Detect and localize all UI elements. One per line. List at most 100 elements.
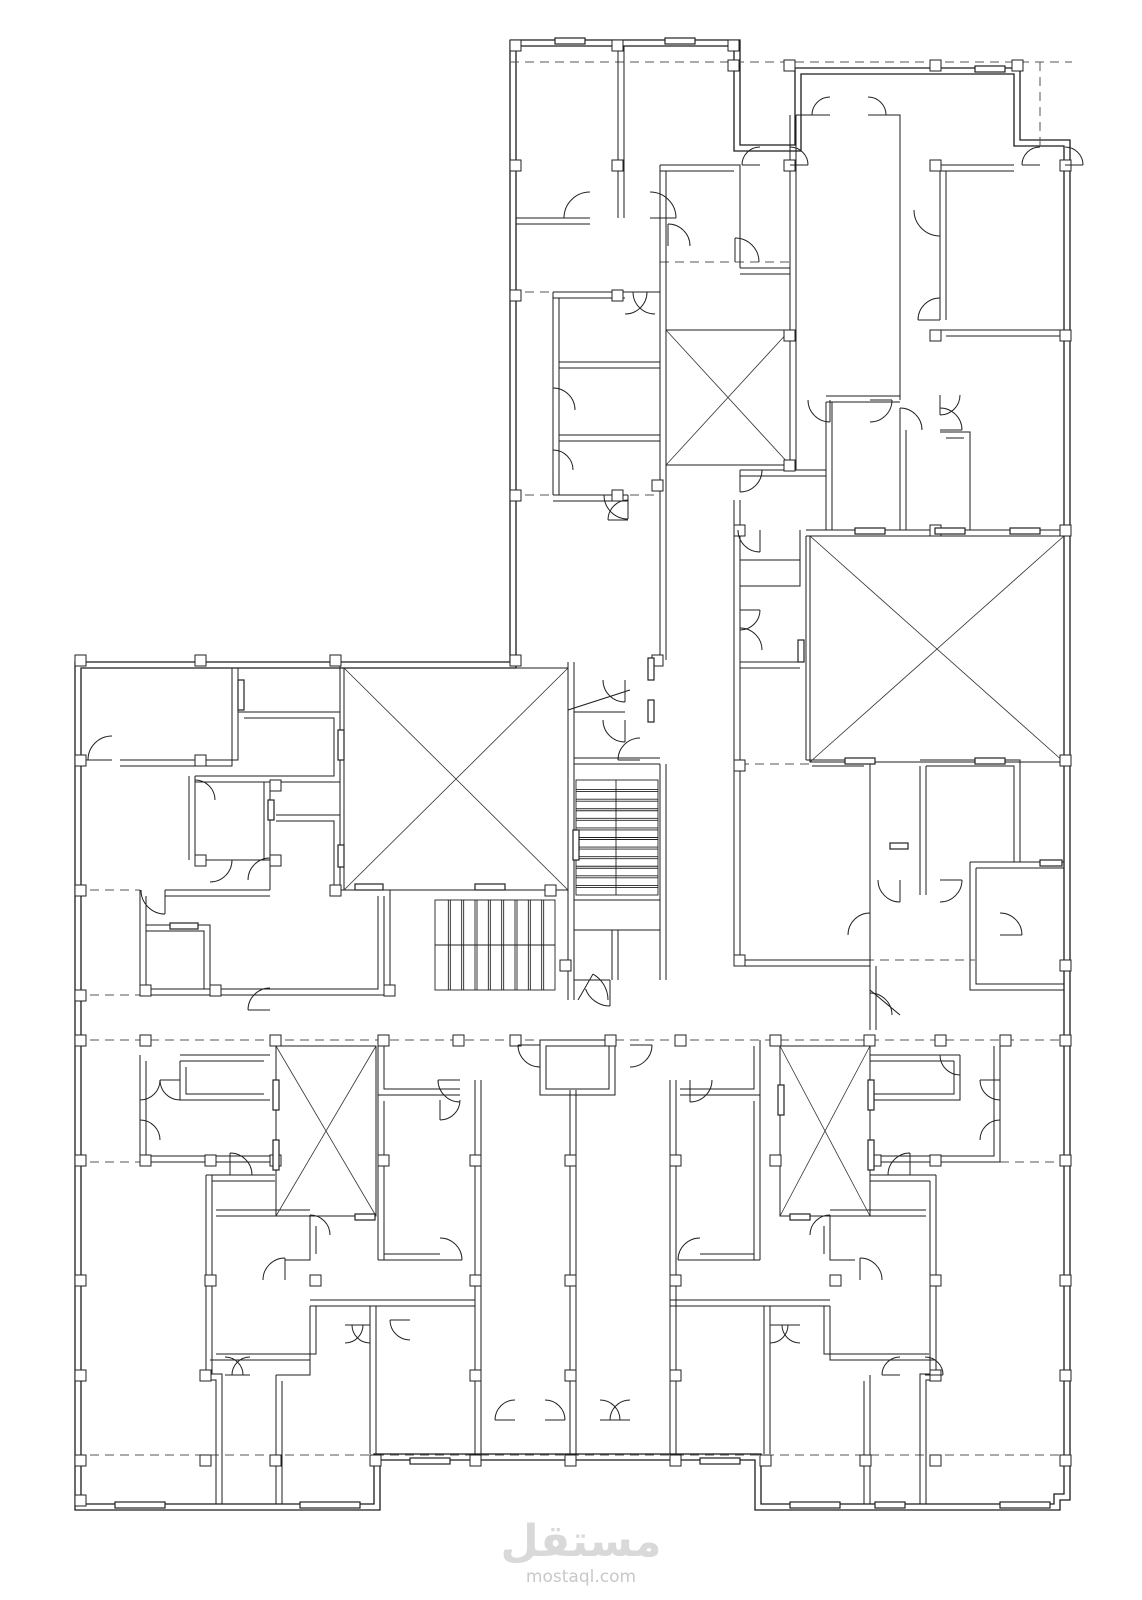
column [604,1034,617,1047]
column [1059,329,1072,342]
door-swing [544,1399,566,1421]
window [797,639,805,663]
door-swing [924,1356,944,1376]
column [74,1369,87,1382]
door-swing [552,387,576,411]
interior-walls-center [139,662,1001,1504]
door-leaf [577,973,594,1001]
column [139,1154,152,1167]
column [863,1034,876,1047]
column [999,1034,1012,1047]
door-swing [194,779,216,801]
column [329,654,342,667]
door-swing [585,988,611,1007]
door-swing [869,992,893,1016]
column [509,289,522,302]
column [564,1274,577,1287]
column [733,524,746,537]
column [139,984,152,997]
column [509,1034,522,1047]
door-swing [917,297,941,321]
column [611,289,624,302]
window [409,1457,451,1465]
window [1039,859,1063,867]
column [783,59,796,72]
door-swing [624,291,648,315]
watermark-url: mostaql.com [526,1567,636,1587]
door-swing [224,1356,244,1376]
column [934,1034,947,1047]
door-swing [592,973,609,1001]
door-swing [939,407,963,431]
window [999,1501,1051,1509]
window [647,699,655,723]
door-swing [899,407,923,431]
column [929,1274,942,1287]
window [867,1079,875,1111]
column [611,489,624,502]
door-swing [517,1044,541,1068]
door-swing [632,291,656,315]
door-swing [494,1399,516,1421]
window [554,37,586,45]
window [934,527,966,535]
door-swing [677,1237,701,1261]
window [974,65,1006,73]
staircase-east [575,779,659,896]
column [74,1154,87,1167]
door-swing [552,449,574,471]
column [669,1369,682,1382]
column [651,479,664,492]
door-swing [881,1356,901,1376]
door-swing [247,987,271,1011]
void-south-west [275,1045,377,1217]
column [769,1154,782,1167]
door-swing [939,1054,961,1076]
column [733,759,746,772]
column [674,1034,687,1047]
door-swing [603,494,629,520]
door-swing [159,1079,181,1101]
column [1059,1369,1072,1382]
door-swing [739,627,763,651]
void-east-large [809,535,1065,763]
column [469,1154,482,1167]
column [559,959,572,972]
void-north [665,329,791,466]
door-swing [629,1044,653,1068]
door-swing [877,879,901,903]
column [204,1154,217,1167]
door-swing [1064,146,1084,166]
column [564,1154,577,1167]
column [929,1454,942,1467]
column [727,39,740,52]
door-swing [999,912,1023,936]
column [309,1274,322,1287]
column [564,1454,577,1467]
window [267,799,275,821]
door-swing [859,1257,883,1281]
door-swing [887,1152,911,1176]
window [572,829,580,861]
window [272,1079,280,1111]
column [783,329,796,342]
door-swing [781,1324,801,1344]
void-shafts [275,329,1065,1217]
door-swing [809,1214,831,1236]
column [759,1454,772,1467]
window [299,1501,361,1509]
column [1059,959,1072,972]
window [974,757,1006,765]
column [74,1034,87,1047]
outer-walls [74,39,1071,1511]
column [611,39,624,52]
door-swing [140,889,166,915]
column [369,1454,382,1467]
column [269,1034,282,1047]
column [859,1454,872,1467]
column [564,1369,577,1382]
door-swing [811,96,831,116]
door-swing [847,912,871,936]
column [269,854,282,867]
